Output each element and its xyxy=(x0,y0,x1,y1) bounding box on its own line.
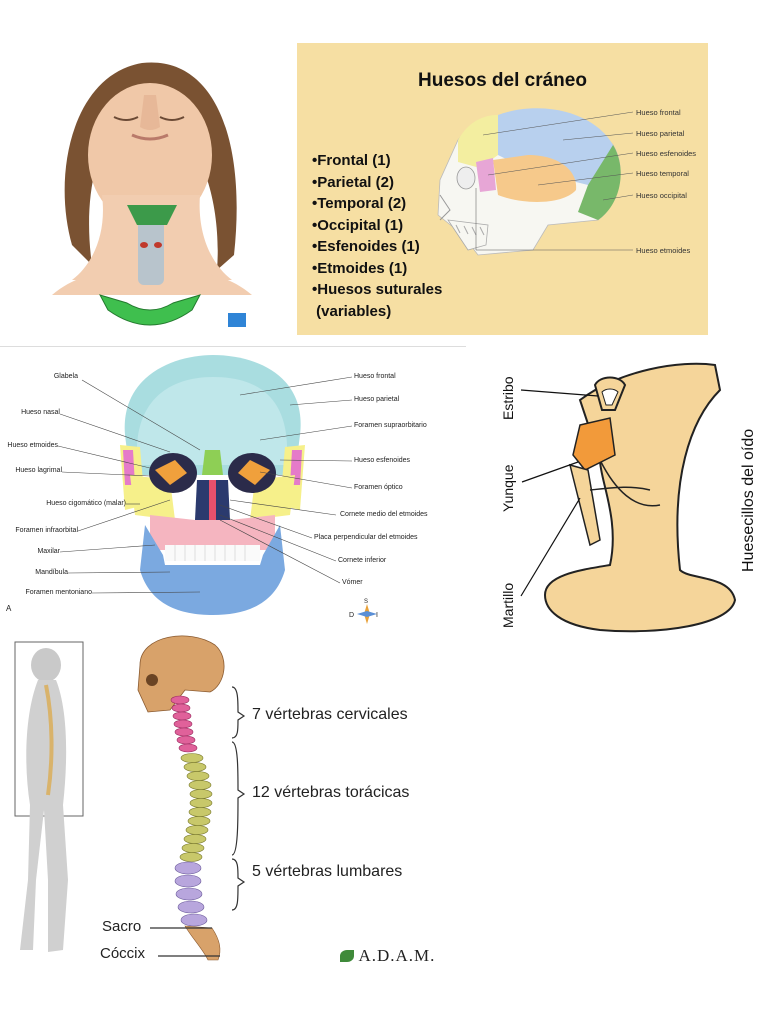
label-hueso-parietal-front: Hueso parietal xyxy=(354,396,400,403)
panel-letter: A xyxy=(6,604,12,613)
label-hueso-cigomatico: Hueso cigomático (malar) xyxy=(46,500,126,507)
label-yunque: Yunque xyxy=(500,464,516,513)
adam-logo-text: A.D.A.M. xyxy=(358,946,436,965)
label-foramen-mentoniano: Foramen mentoniano xyxy=(25,589,92,596)
list-item: •Occipital (1) xyxy=(312,216,404,234)
label-foramen-optico: Foramen óptico xyxy=(354,484,403,491)
label-hueso-esfenoides-front: Hueso esfenoides xyxy=(354,457,411,464)
label-foramen-supraorbitario: Foramen supraorbitario xyxy=(354,422,427,429)
label-hueso-frontal-front: Hueso frontal xyxy=(354,373,396,380)
label-hueso-occipital: Hueso occipital xyxy=(636,191,687,200)
ear-ossicles-illustration xyxy=(540,360,740,640)
label-hueso-etmoides: Hueso etmoides xyxy=(636,246,691,255)
label-hueso-lagrimal: Hueso lagrimal xyxy=(15,467,62,474)
label-glabela: Glabela xyxy=(53,373,78,380)
compass-s: S xyxy=(364,599,369,605)
list-item: •Esfenoides (1) xyxy=(312,238,420,255)
label-mandibula: Mandíbula xyxy=(35,569,68,576)
cranio-title: Huesos del cráneo xyxy=(418,70,587,91)
label-sacro: Sacro xyxy=(102,918,142,935)
label-hueso-frontal: Hueso frontal xyxy=(636,108,681,117)
leaf-icon xyxy=(340,950,354,962)
frontal-skull-panel xyxy=(0,346,466,629)
frontal-skull-illustration xyxy=(115,355,310,617)
label-lumbares: 5 vértebras lumbares xyxy=(252,863,403,880)
label-placa-perpendicular: Placa perpendicular del etmoides xyxy=(314,534,418,541)
body-figure-illustration xyxy=(8,640,88,960)
label-hueso-nasal: Hueso nasal xyxy=(21,409,60,416)
spine-illustration xyxy=(130,630,240,961)
compass-i: I xyxy=(376,612,378,619)
label-maxilar: Maxilar xyxy=(37,548,60,555)
list-item: (variables) xyxy=(312,302,392,320)
list-item: •Parietal (2) xyxy=(312,173,394,191)
adam-logo: A.D.A.M. xyxy=(340,946,435,966)
label-cornete-inferior: Cornete inferior xyxy=(338,557,387,564)
label-cornete-medio: Cornete medio del etmoides xyxy=(340,511,428,518)
label-vomer: Vómer xyxy=(342,579,363,586)
lateral-skull-illustration xyxy=(428,100,638,270)
label-coccix: Cóccix xyxy=(100,945,146,962)
list-item: •Huesos suturales xyxy=(312,281,443,298)
label-hueso-etmoides-front: Hueso etmoides xyxy=(7,442,58,449)
label-cervicales: 7 vértebras cervicales xyxy=(252,706,408,723)
compass-d: D xyxy=(349,612,355,619)
list-item: •Frontal (1) xyxy=(312,152,391,169)
compass-icon xyxy=(350,598,384,628)
label-toracicas: 12 vértebras torácicas xyxy=(252,784,410,801)
list-item: •Temporal (2) xyxy=(312,195,407,212)
label-martillo: Martillo xyxy=(500,582,516,628)
label-foramen-infraorbital: Foramen infraorbital xyxy=(15,527,78,534)
label-hueso-temporal: Hueso temporal xyxy=(636,169,689,178)
ear-title: Huesecillos del oído xyxy=(740,428,757,572)
neck-illustration xyxy=(52,55,252,335)
label-hueso-esfenoides: Hueso esfenoides xyxy=(636,149,697,158)
list-item: •Etmoides (1) xyxy=(312,259,408,277)
cranio-bone-list: •Frontal (1) •Parietal (2) •Temporal (2)… xyxy=(312,150,442,322)
label-hueso-parietal: Hueso parietal xyxy=(636,129,685,138)
label-estribo: Estribo xyxy=(500,376,516,420)
